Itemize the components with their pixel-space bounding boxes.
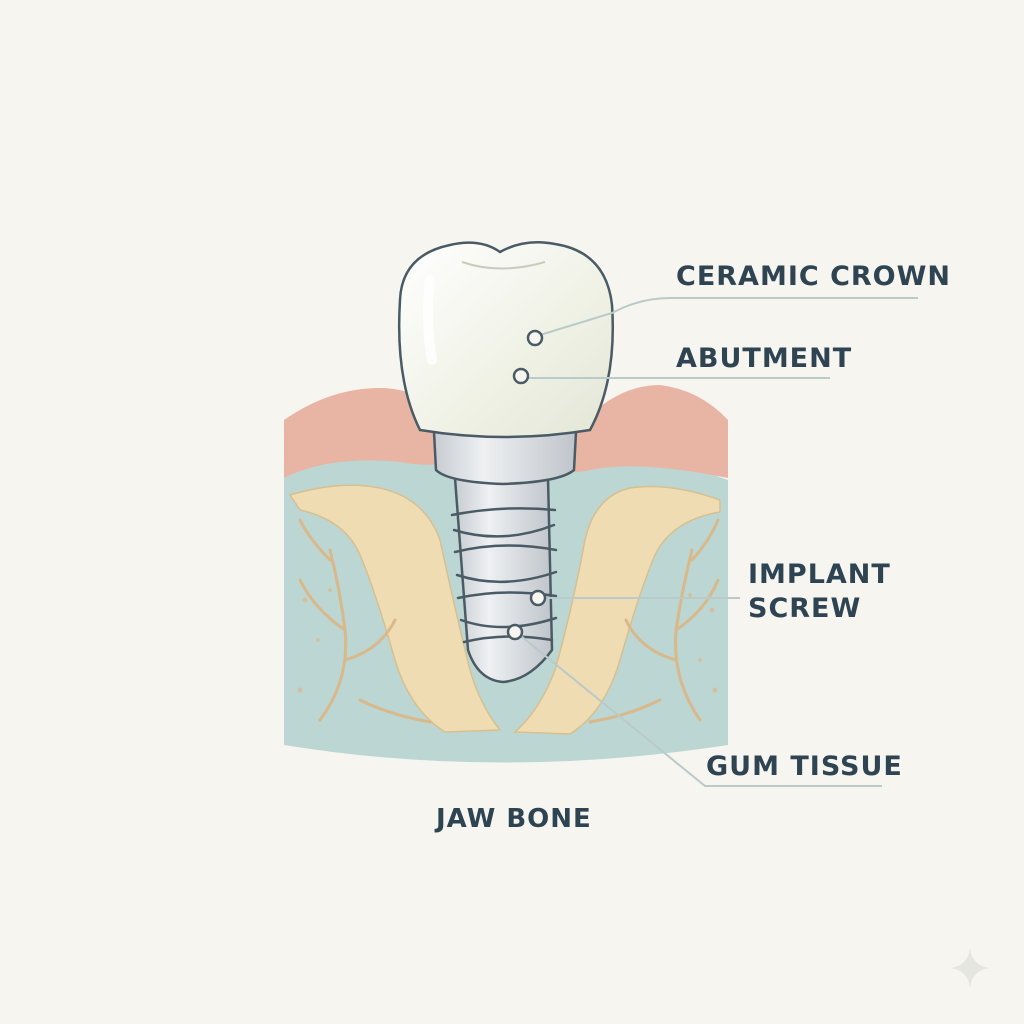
sparkle-icon	[950, 948, 990, 988]
label-points	[506, 329, 547, 641]
crown-highlight	[422, 275, 437, 365]
label-abutment: ABUTMENT	[676, 343, 853, 374]
ceramic-crown-shape	[397, 241, 615, 439]
bone-veins	[298, 518, 720, 724]
label-ceramic-crown: CERAMIC CROWN	[676, 261, 952, 292]
crown-ridge	[461, 261, 546, 270]
label-implant-screw: IMPLANT SCREW	[748, 559, 891, 624]
implant-screw-body	[453, 476, 554, 684]
tissue-speckles	[297, 588, 718, 693]
leader-lines	[515, 297, 918, 787]
label-jaw-bone: JAW BONE	[436, 804, 592, 834]
jaw-bone-left	[288, 484, 502, 733]
label-gum-tissue: GUM TISSUE	[706, 751, 903, 782]
